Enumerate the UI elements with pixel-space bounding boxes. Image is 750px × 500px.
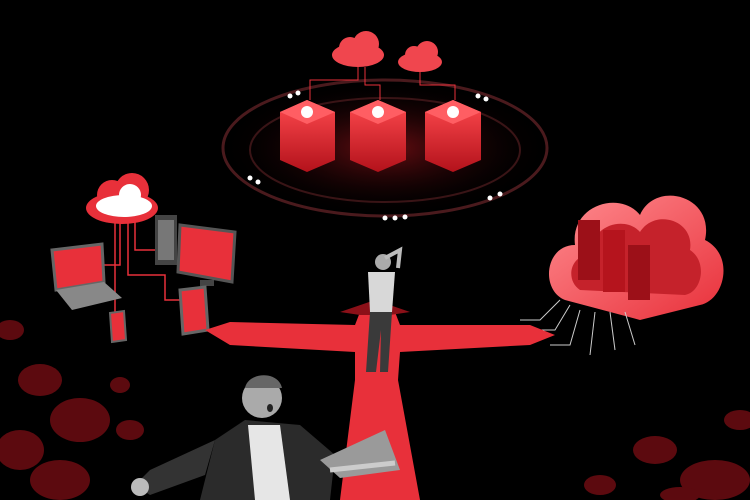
- server-icon: [350, 100, 406, 172]
- monitor-icon: [176, 223, 237, 286]
- laptop-icon: [50, 242, 122, 310]
- server-icon: [280, 100, 335, 172]
- phone-icon: [108, 309, 128, 344]
- cloud-datacenter-icon: [520, 195, 724, 356]
- cloud-icon: [332, 31, 384, 67]
- tower-pc-icon: [155, 215, 177, 265]
- cloud-icon: [86, 173, 158, 224]
- surprised-man-with-laptop: [131, 375, 400, 500]
- cloud-icon: [398, 41, 442, 72]
- connection-lines: [309, 67, 456, 100]
- thinking-person-figure: [366, 246, 403, 372]
- server-icon: [425, 100, 481, 172]
- tablet-icon: [178, 285, 210, 336]
- decorative-dots: [0, 320, 750, 500]
